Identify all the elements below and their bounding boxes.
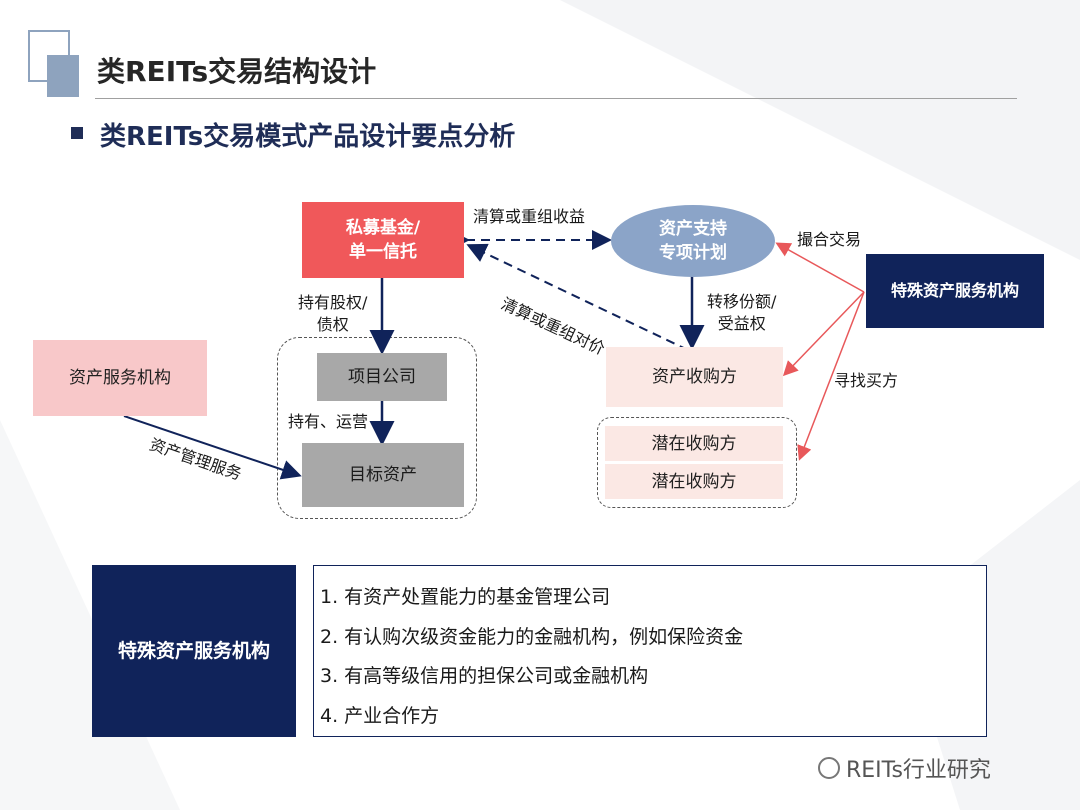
hold-operate-label: 持有、运营 [288, 412, 369, 431]
special-agency-node: 特殊资产服务机构 [866, 254, 1044, 328]
legend-list-item: 1. 有资产处置能力的基金管理公司 [320, 586, 611, 608]
asset-service-node: 资产服务机构 [33, 340, 207, 416]
potential-buyer-node: 潜在收购方 [605, 426, 783, 461]
find-buyer-arrow-potential [797, 291, 865, 461]
asset-mgmt-service-arrow [123, 415, 302, 480]
find-buyer-arrow-acquirer [782, 291, 865, 377]
legend-list-item: 4. 产业合作方 [320, 704, 440, 727]
potential-buyers-dashed-border [597, 417, 797, 508]
hold-equity-label: 持有股权/ 债权 [298, 293, 368, 334]
legend-list: 1. 有资产处置能力的基金管理公司 2. 有认购次级资金能力的金融机构，例如保险… [313, 565, 987, 737]
acquirer-node: 资产收购方 [606, 347, 783, 407]
legend-list-item: 2. 有认购次级资金能力的金融机构，例如保险资金 [320, 625, 744, 648]
page-title: 类REITs交易结构设计 [97, 55, 377, 88]
subtitle-bullet-icon [71, 127, 83, 139]
matchmaking-arrow [775, 242, 865, 293]
title-divider [95, 98, 1017, 99]
potential-buyer-node: 潜在收购方 [605, 464, 783, 499]
find-buyer-label: 寻找买方 [834, 371, 899, 390]
project-company-node: 项目公司 [317, 353, 447, 401]
private-fund-node: 私募基金/ 单一信托 [302, 202, 464, 278]
watermark: REITs行业研究 [818, 752, 991, 784]
abs-plan-node: 资产支持 专项计划 [611, 205, 775, 277]
page-subtitle: 类REITs交易模式产品设计要点分析 [100, 122, 516, 152]
watermark-text: REITs行业研究 [846, 758, 991, 783]
clearing-income-label: 清算或重组收益 [473, 207, 586, 226]
transfer-shares-label: 转移份额/ 受益权 [707, 292, 777, 333]
title-decoration-fill [47, 55, 79, 97]
legend-label-box: 特殊资产服务机构 [92, 565, 296, 737]
matchmaking-label: 撮合交易 [797, 230, 862, 249]
legend-list-item: 3. 有高等级信用的担保公司或金融机构 [320, 665, 649, 687]
wechat-icon [818, 757, 840, 779]
clearing-consideration-arrow [466, 243, 689, 351]
target-asset-node: 目标资产 [302, 443, 464, 507]
